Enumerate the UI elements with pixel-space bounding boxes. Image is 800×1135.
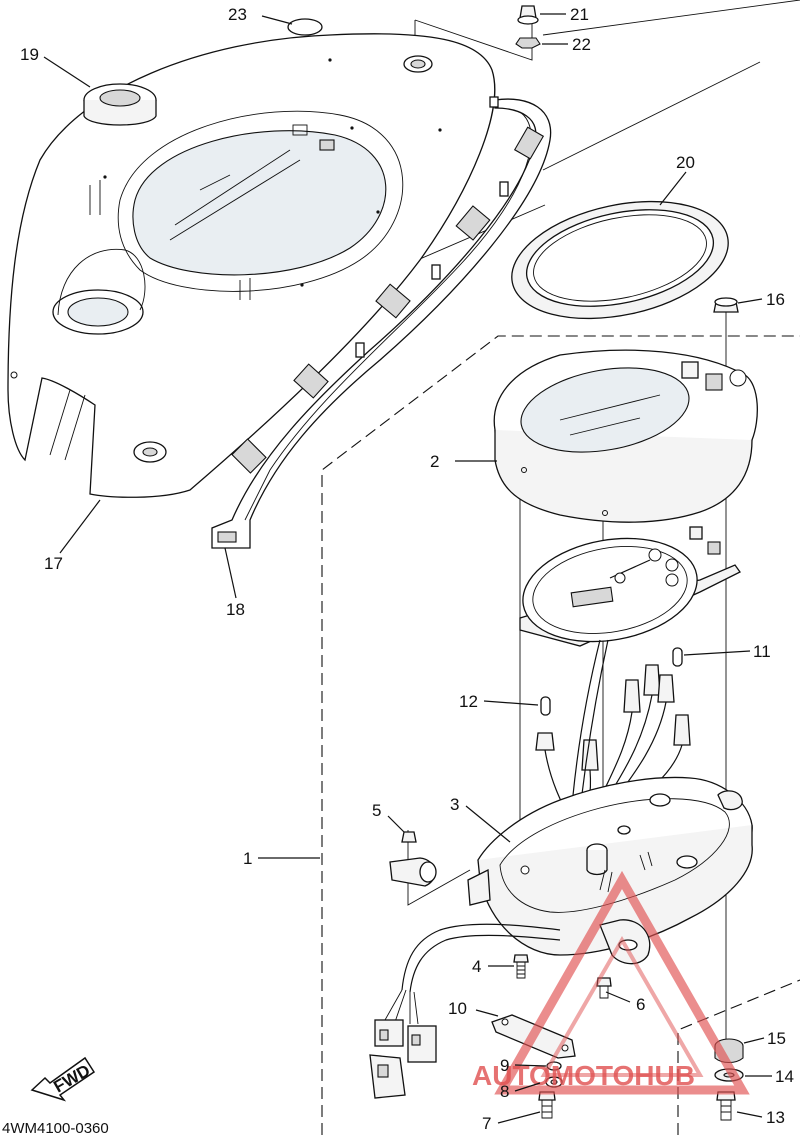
callout-21: 21 [570,5,589,24]
callout-10: 10 [448,999,467,1018]
callout-16: 16 [766,290,785,309]
meter-movement-part [519,526,741,647]
callout-4: 4 [472,957,481,976]
assembly-boundary [321,335,800,1135]
screw-washer-part [515,5,541,49]
callout-9: 9 [500,1056,509,1075]
meter-cover-part [7,33,496,498]
watermark-logo: AUTOMOTOHUB [472,870,750,1095]
meter-case-upper-part [493,349,758,523]
callout-labels: 1 2 3 4 5 6 7 8 9 10 11 12 13 14 15 16 1… [20,5,794,1133]
callout-12: 12 [459,692,478,711]
callout-13: 13 [766,1108,785,1127]
wire-harness-part [369,923,561,1099]
callout-23: 23 [228,5,247,24]
callout-2: 2 [430,452,439,471]
grommet-part [83,83,157,126]
callout-3: 3 [450,795,459,814]
callout-5: 5 [372,801,381,820]
callout-6: 6 [636,995,645,1014]
small-grommet-part [713,297,739,313]
drawing-code: 4WM4100-0360 [2,1120,109,1135]
callout-8: 8 [500,1082,509,1101]
cover-rim-part [211,96,552,549]
fwd-label: FWD [50,1061,93,1097]
callout-14: 14 [775,1067,794,1086]
callout-11: 11 [753,642,771,661]
callout-15: 15 [767,1029,786,1048]
lens-gasket-part [511,200,729,320]
callout-leaders [43,13,772,1124]
callout-17: 17 [44,554,63,573]
callout-19: 19 [20,45,39,64]
fwd-arrow-icon: FWD [30,1056,96,1102]
callout-20: 20 [676,153,695,172]
wire-clamp-part [389,831,437,887]
callout-7: 7 [482,1114,491,1133]
callout-22: 22 [572,35,591,54]
plug-part [287,18,323,36]
callout-18: 18 [226,600,245,619]
watermark-text: AUTOMOTOHUB [472,1060,695,1091]
callout-1: 1 [243,849,252,868]
